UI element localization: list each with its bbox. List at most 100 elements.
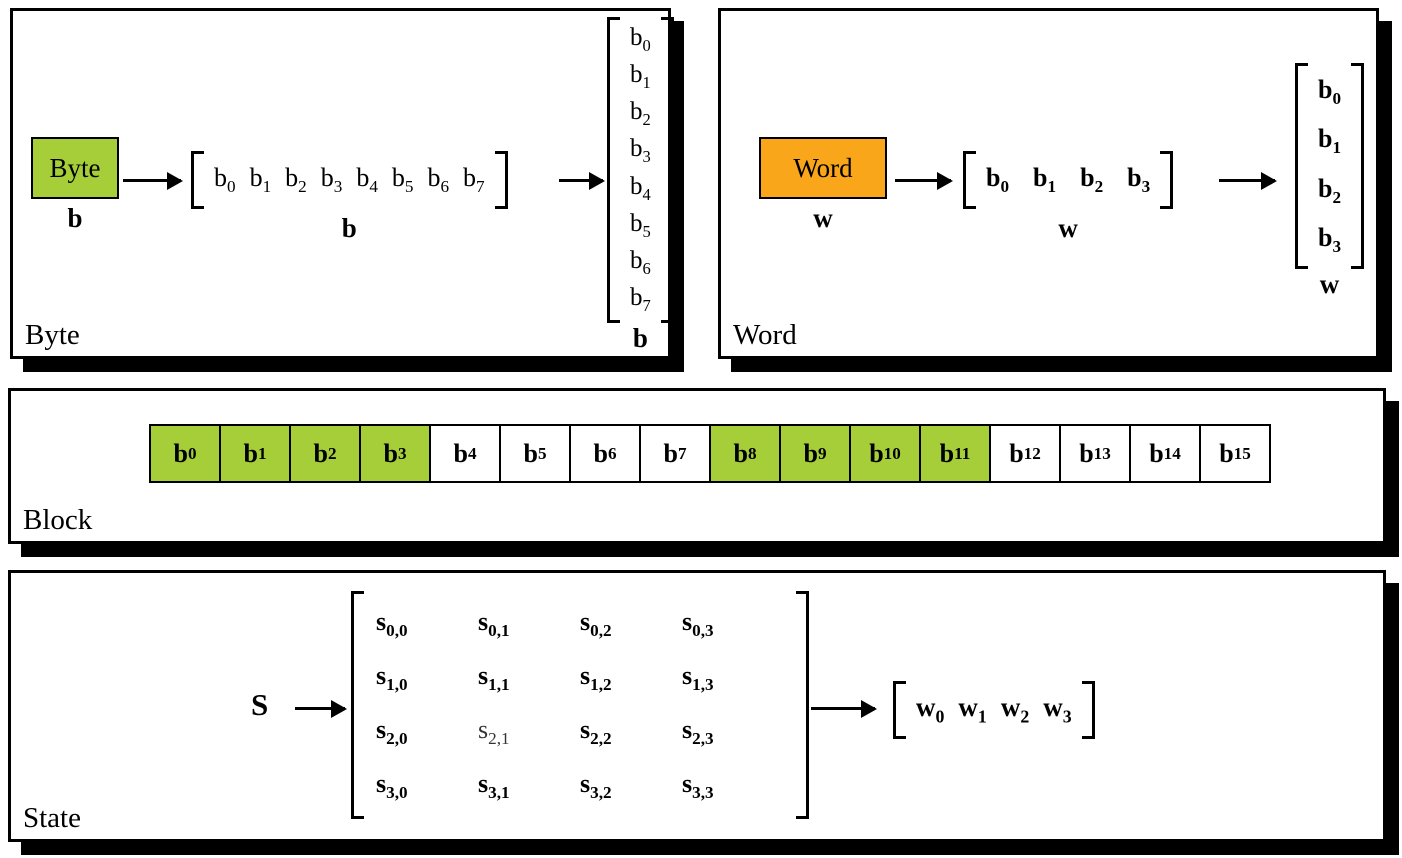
block-panel-title: Block xyxy=(23,504,93,536)
state-matrix-element: s0,3 xyxy=(682,606,714,641)
state-matrix-element: s1,2 xyxy=(580,660,612,695)
state-matrix-element: s0,2 xyxy=(580,606,612,641)
word-col-vector-label: w xyxy=(1319,269,1340,299)
state-matrix-element: s3,3 xyxy=(682,768,714,803)
byte-col-vector: b0 b1 b2 b3 b4 b5 b6 b7 xyxy=(607,17,674,323)
byte-row-element: b6 xyxy=(427,162,450,197)
state-matrix-element: s3,0 xyxy=(376,768,408,803)
word-box: Word xyxy=(759,137,887,199)
word-row-element: b2 xyxy=(1080,162,1104,197)
word-box-sublabel: w xyxy=(813,203,833,233)
byte-row-element: b2 xyxy=(285,162,307,197)
byte-col-vector-group: b0 b1 b2 b3 b4 b5 b6 b7 b xyxy=(607,17,674,354)
byte-col-element: b6 xyxy=(630,247,651,279)
state-matrix-element: s2,0 xyxy=(376,714,408,749)
byte-col-element: b0 xyxy=(630,23,651,55)
word-row-element: b3 xyxy=(1127,162,1151,197)
byte-col-element: b5 xyxy=(630,209,651,241)
arrow-right-icon xyxy=(123,179,181,182)
bracket-right xyxy=(494,151,508,209)
state-matrix-element: s0,1 xyxy=(478,606,510,641)
byte-panel: Byte b b0 b1 b2 b3 b4 b5 b6 b7 b b0 b1 b2 b3 b4 b5 b6… xyxy=(10,8,674,359)
word-row-element: b1 xyxy=(1033,162,1057,197)
state-matrix-element: s3,1 xyxy=(478,768,510,803)
state-matrix-element: s2,2 xyxy=(580,714,612,749)
byte-col-element: b2 xyxy=(630,98,651,130)
byte-row-vector-label: b xyxy=(341,213,357,243)
byte-box-sublabel: b xyxy=(67,203,83,233)
byte-box-group: Byte b xyxy=(31,137,119,234)
bracket-right xyxy=(1160,151,1174,209)
word-box-group: Word w xyxy=(759,137,887,234)
state-word-element: w2 xyxy=(1000,692,1030,727)
byte-col-element: b7 xyxy=(630,284,651,316)
byte-row-element: b5 xyxy=(391,162,414,197)
state-matrix-element: s3,2 xyxy=(580,768,612,803)
word-panel-title: Word xyxy=(733,319,797,351)
state-panel-title: State xyxy=(23,802,81,834)
bracket-left xyxy=(893,681,906,739)
bracket-right xyxy=(796,591,809,819)
arrow-right-icon xyxy=(811,707,875,710)
word-row-vector-label: w xyxy=(1058,213,1078,243)
byte-row-element: b3 xyxy=(320,162,343,197)
arrow-right-icon xyxy=(559,179,603,182)
word-col-element: b1 xyxy=(1318,124,1342,158)
byte-col-element: b3 xyxy=(630,135,651,167)
byte-col-element: b1 xyxy=(630,60,651,92)
state-source-label: S xyxy=(251,687,269,722)
word-col-element: b3 xyxy=(1318,223,1342,257)
word-row-vector-group: b0 b1 b2 b3 w xyxy=(963,151,1174,244)
byte-row-element: b4 xyxy=(356,162,378,197)
bracket-right xyxy=(660,17,674,323)
word-row-vector: b0 b1 b2 b3 xyxy=(963,151,1174,209)
bracket-left xyxy=(963,151,976,209)
byte-col-element: b4 xyxy=(630,172,651,204)
word-row-element: b0 xyxy=(986,162,1010,197)
state-word-element: w1 xyxy=(958,692,987,727)
bracket-left xyxy=(351,591,364,819)
state-matrix-element: s1,0 xyxy=(376,660,408,695)
state-matrix-element: s2,3 xyxy=(682,714,714,749)
state-matrix-element: s1,1 xyxy=(478,660,510,695)
byte-row-element: b0 xyxy=(214,162,236,197)
bracket-right xyxy=(1351,63,1365,269)
byte-col-vector-label: b xyxy=(632,323,648,353)
bracket-right xyxy=(1081,681,1095,739)
word-panel: Word w b0 b1 b2 b3 w b0 b1 b2 b3 w Word xyxy=(718,8,1379,359)
byte-panel-title: Byte xyxy=(25,319,80,351)
state-matrix-element: s2,1 xyxy=(478,714,510,749)
bracket-left xyxy=(607,17,620,323)
arrow-right-icon xyxy=(1219,179,1275,182)
byte-row-element: b1 xyxy=(249,162,272,197)
word-col-element: b2 xyxy=(1318,173,1342,207)
bracket-left xyxy=(191,151,204,209)
